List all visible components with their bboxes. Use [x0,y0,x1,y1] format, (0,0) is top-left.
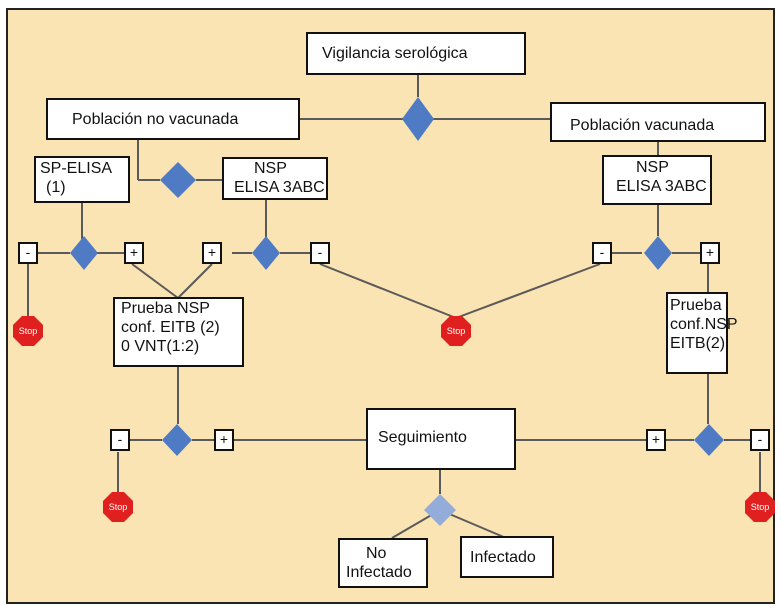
decision-diamond [160,162,196,198]
positive-result-sign: + [202,242,222,264]
positive-result-sign: + [646,429,666,451]
sp-elisa-line2: (1) [46,179,66,196]
decision-diamonds [70,97,724,526]
not-infected-line1: No [366,545,387,562]
positive-result-sign: + [214,429,234,451]
negative-result-sign: - [18,242,38,264]
confirm-right-line1: Prueba [670,297,722,314]
negative-result-sign: - [110,429,130,451]
not-infected-box: No Infectado [338,538,428,588]
left-population-label: Población no vacunada [72,111,239,128]
follow-up-box: Seguimiento [366,408,516,470]
title-box-label: Vigilancia serológica [322,45,468,62]
confirm-right-box: Prueba conf.NSP EITB(2) [666,292,738,374]
nsp-left-line2: ELISA 3ABC [234,179,325,196]
sp-elisa-line1: SP-ELISA [40,160,113,177]
stop-sign: Stop [103,492,133,522]
left-population-box: Población no vacunada [46,98,300,140]
positive-result-sign: + [124,242,144,264]
nsp-left-box: NSP ELISA 3ABC [222,157,328,200]
decision-diamond [694,424,724,456]
infected-label: Infectado [470,549,536,566]
stop-signs: Stop Stop Stop Stop [13,316,775,522]
sp-elisa-box: SP-ELISA (1) [34,156,130,203]
decision-diamond [70,236,98,270]
confirm-left-box: Prueba NSP conf. EITB (2) 0 VNT(1:2) [113,297,244,367]
svg-text:Stop: Stop [751,502,770,512]
confirm-right-line2: conf.NSP [670,316,738,333]
negative-result-sign: - [750,429,770,451]
stop-sign: Stop [13,316,43,346]
negative-result-sign: - [310,242,330,264]
decision-diamond [162,424,192,456]
follow-up-label: Seguimiento [378,429,467,446]
positive-result-sign: + [700,242,720,264]
decision-diamond [402,97,434,141]
svg-text:Stop: Stop [447,326,466,336]
stop-sign: Stop [745,492,775,522]
nsp-right-box: NSP ELISA 3ABC [602,155,712,205]
nsp-right-line1: NSP [636,159,669,176]
decision-diamond-light [424,494,456,526]
confirm-left-line3: 0 VNT(1:2) [121,338,200,355]
right-population-box: Población vacunada [550,102,766,142]
svg-text:Stop: Stop [109,502,128,512]
infected-box: Infectado [460,536,554,578]
negative-result-sign: - [592,242,612,264]
not-infected-line2: Infectado [346,564,412,581]
right-population-label: Población vacunada [570,117,715,134]
confirm-left-line1: Prueba NSP [121,300,210,317]
confirm-right-line3: EITB(2) [670,335,726,352]
nsp-left-line1: NSP [254,160,287,177]
title-box: Vigilancia serológica [306,32,526,75]
nsp-right-line2: ELISA 3ABC [616,178,707,195]
decision-diamond [644,236,672,270]
confirm-left-line2: conf. EITB (2) [121,319,220,336]
svg-text:Stop: Stop [19,326,38,336]
decision-diamond [252,236,280,270]
stop-sign: Stop [441,316,471,346]
